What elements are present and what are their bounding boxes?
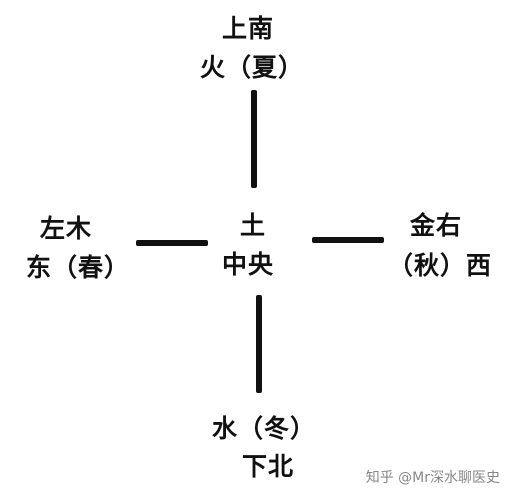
label-top-direction: 上南	[222, 14, 275, 43]
label-center-direction: 中央	[222, 250, 275, 279]
label-left-element: 东（春）	[26, 253, 131, 282]
label-bottom-direction: 下北	[242, 452, 295, 481]
label-right-element: （秋）西	[388, 251, 493, 280]
connector-bottom	[256, 295, 262, 393]
label-right-direction: 金右	[410, 211, 463, 240]
connector-top	[251, 90, 257, 188]
watermark-text: 知乎 @Mr深水聊医史	[365, 470, 500, 486]
connector-right	[312, 237, 384, 243]
label-top-element: 火（夏）	[200, 53, 305, 82]
connector-left	[136, 240, 208, 246]
label-center-element: 土	[240, 211, 267, 240]
label-left-direction: 左木	[40, 214, 93, 243]
label-bottom-element: 水（冬）	[212, 414, 317, 443]
